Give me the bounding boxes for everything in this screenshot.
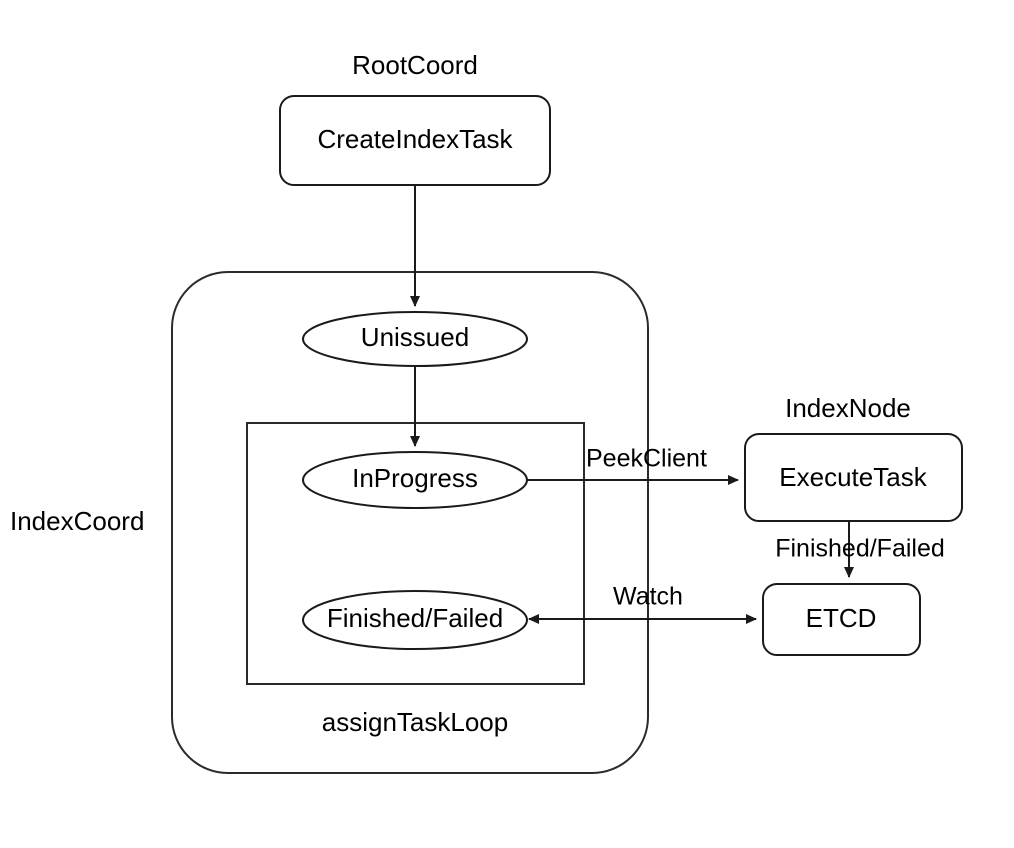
- group-rootcoord-label: RootCoord: [352, 50, 478, 80]
- group-indexcoord-label: IndexCoord: [10, 506, 144, 536]
- node-unissued[interactable]: [302, 311, 528, 367]
- node-finished-failed-label: Finished/Failed: [327, 603, 503, 633]
- node-etcd[interactable]: [762, 583, 921, 656]
- node-execute-task[interactable]: [744, 433, 963, 522]
- group-indexcoord-boundary: [171, 271, 649, 774]
- node-unissued-label: Unissued: [361, 322, 469, 352]
- group-indexnode-label: IndexNode: [785, 393, 911, 423]
- node-create-index-task-label: CreateIndexTask: [317, 124, 513, 154]
- group-assigntaskloop-label: assignTaskLoop: [322, 707, 508, 737]
- node-inprogress[interactable]: [302, 451, 528, 509]
- edge-label-finished-failed: Finished/Failed: [775, 535, 945, 563]
- node-create-index-task[interactable]: [279, 95, 551, 186]
- node-etcd-label: ETCD: [806, 603, 877, 633]
- node-finished-failed[interactable]: [302, 590, 528, 650]
- edge-label-peekclient: PeekClient: [586, 445, 707, 473]
- node-inprogress-label: InProgress: [352, 463, 478, 493]
- edge-label-watch: Watch: [613, 583, 683, 611]
- node-execute-task-label: ExecuteTask: [779, 462, 927, 492]
